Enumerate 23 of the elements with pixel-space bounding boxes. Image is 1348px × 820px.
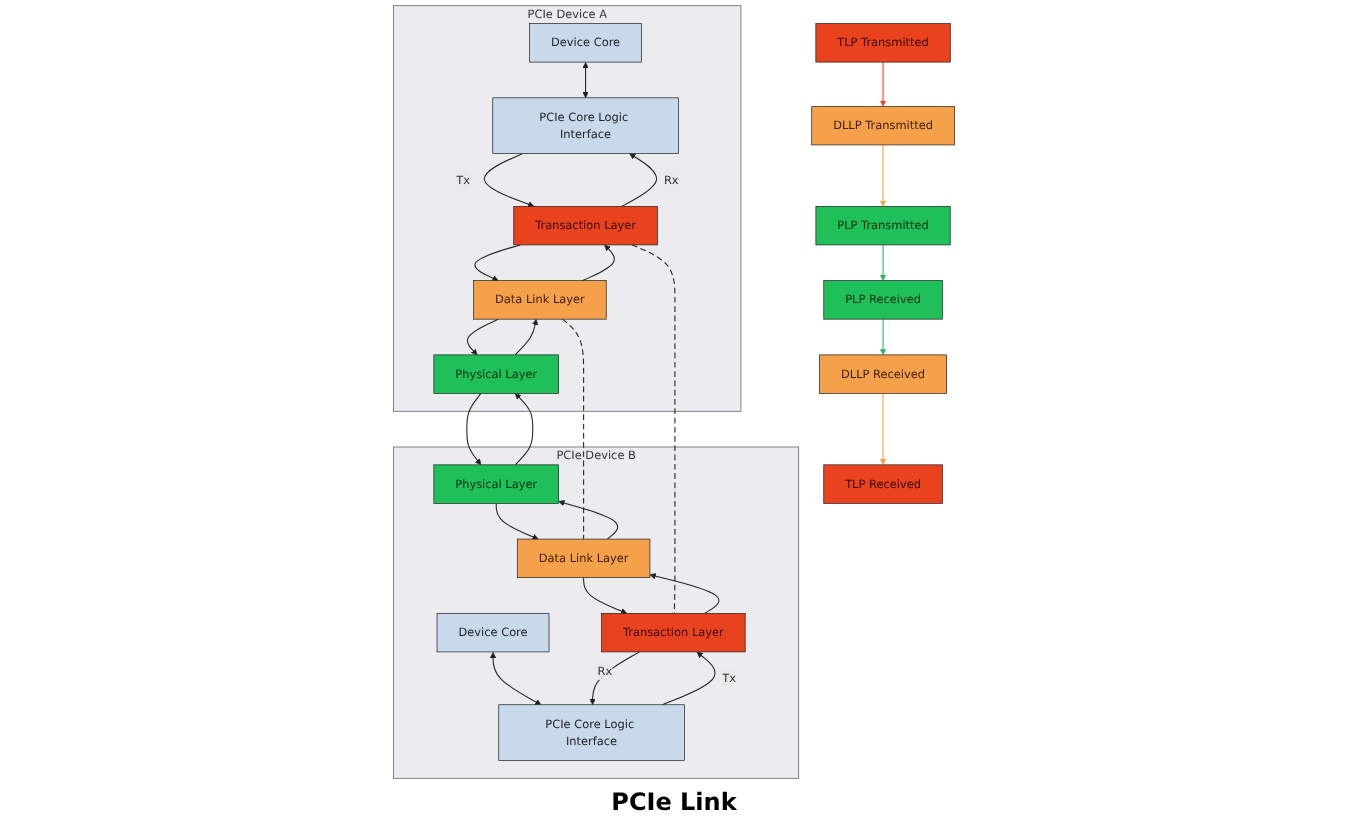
arrow [483,153,535,208]
arrow [879,61,887,107]
arrow [589,651,641,706]
arrow [514,318,539,356]
arrow [879,144,887,207]
connector [562,318,585,540]
arrow [466,318,499,356]
arrow [489,651,542,706]
arrow [558,500,619,540]
arrow [879,318,887,356]
arrow [879,244,887,281]
link-label: PCIe Link [611,788,737,816]
arrow [879,392,887,466]
arrow [661,651,716,706]
arrow [474,244,521,282]
arrow [583,577,628,615]
arrow [495,502,539,540]
arrow [466,392,482,466]
arrow [649,573,720,614]
arrow [582,62,589,99]
arrow [514,393,534,466]
arrow [582,244,615,282]
arrow [621,153,658,207]
